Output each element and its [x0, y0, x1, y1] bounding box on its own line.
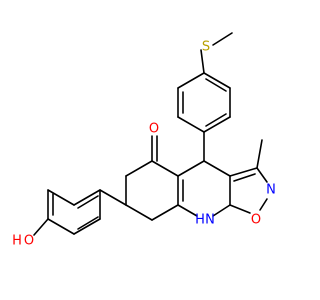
bond-n-o-isoxazole	[259, 198, 268, 211]
atom-label-layer: S O N O N H H O	[12, 40, 276, 249]
molecule-structure-diagram: S O N O N H H O	[12, 32, 276, 249]
bond-c3a-c4	[203, 160, 231, 177]
bond-hydroxyphenyl-2	[47, 189, 75, 206]
hydroxyl-oxygen-label: O	[24, 234, 34, 249]
bond-c3a-c3	[229, 167, 258, 177]
bond-hydroxyphenyl-1-inner	[77, 195, 99, 209]
bond-hydroxyphenyl-5-inner	[77, 216, 99, 230]
bond-c4-c4a	[177, 160, 205, 177]
bond-o-c9a	[229, 204, 251, 214]
bond-s-aryl	[200, 49, 205, 74]
bond-c8a-n	[177, 204, 198, 217]
bond-c3-methyl	[256, 139, 263, 169]
bond-c5-c6	[125, 160, 153, 177]
bond-methyl-s	[212, 32, 233, 46]
bond-c4a-c5	[151, 160, 179, 177]
bond-c3-n	[256, 167, 268, 183]
bond-n-c9a	[212, 204, 231, 217]
bond-phenyl-1-inner	[205, 78, 227, 92]
bond-phenyl-6	[177, 72, 205, 89]
bond-aryl-oh	[33, 218, 49, 236]
bond-c8-c8a	[151, 204, 179, 221]
hydroxyl-hydrogen-label: H	[12, 234, 22, 249]
bond-phenyl-3	[203, 116, 231, 133]
bond-phenyl-3-inner	[205, 113, 227, 127]
bond-c3a-c3-inner	[233, 173, 256, 182]
isoxazole-oxygen-label: O	[251, 213, 261, 228]
amine-nitrogen-label: N	[205, 213, 215, 228]
bond-layer	[33, 32, 268, 236]
sulfur-atom-label: S	[202, 40, 210, 55]
bond-hydroxyphenyl-5	[73, 218, 101, 235]
bond-hydroxyphenyl-4	[47, 218, 75, 235]
amine-hydrogen-label: H	[195, 213, 205, 228]
carbonyl-oxygen-label: O	[149, 122, 159, 137]
bond-phenyl-1	[203, 72, 231, 89]
bond-phenyl-4	[177, 116, 205, 133]
bond-c7-aryl	[99, 189, 127, 206]
bond-c7-c8	[125, 204, 153, 221]
isoxazole-nitrogen-label: N	[266, 183, 276, 198]
bond-hydroxyphenyl-1	[73, 189, 101, 206]
